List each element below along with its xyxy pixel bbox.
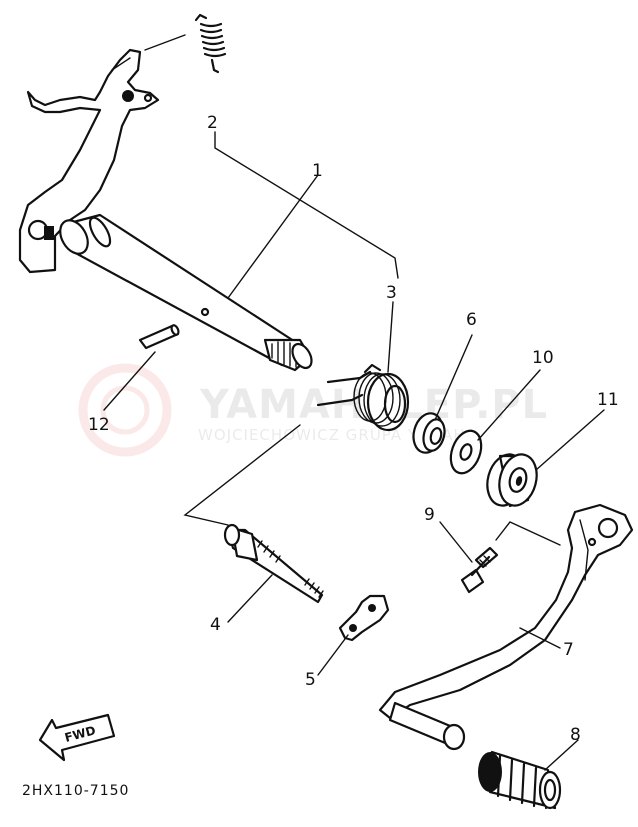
leader-10 — [477, 369, 541, 441]
callout-8: 8 — [570, 725, 581, 745]
callout-7: 7 — [563, 640, 574, 660]
callout-11: 11 — [597, 390, 619, 410]
part-5-lock-plate — [338, 594, 390, 642]
watermark-sub-text: WOJCIECHOWICZ GRUPA YAMAHA — [198, 426, 477, 444]
leader-4 — [227, 574, 273, 623]
watermark-logo-inner — [100, 385, 150, 435]
assembly-line-3-4 — [183, 424, 301, 526]
callout-12: 12 — [88, 415, 110, 435]
part-code: 2HX110-7150 — [22, 783, 129, 799]
leader-6 — [434, 334, 473, 421]
callout-10: 10 — [532, 348, 554, 368]
leader-9 — [439, 521, 473, 563]
part-6-washer — [412, 412, 446, 454]
callout-2: 2 — [207, 113, 218, 133]
leader-5 — [317, 634, 349, 676]
leader-8 — [544, 739, 579, 771]
callout-1: 1 — [312, 161, 323, 181]
leader-2-to-lever — [144, 34, 186, 51]
watermark-logo-ring — [78, 363, 172, 457]
callout-6: 6 — [466, 310, 477, 330]
part-2-spring — [194, 13, 227, 74]
part-3-torsion-spring — [316, 363, 410, 432]
leader-1 — [227, 174, 319, 299]
leader-3 — [387, 301, 394, 373]
leader-7 — [519, 627, 561, 649]
part-12-pin — [138, 324, 180, 350]
leader-9-bracket — [495, 521, 561, 546]
leader-2-bracket — [214, 131, 399, 279]
part-11-bushing — [486, 453, 538, 508]
callout-9: 9 — [424, 505, 435, 525]
part-10-washer — [449, 429, 483, 475]
leader-11 — [535, 409, 605, 471]
part-7-shift-pedal — [378, 503, 634, 751]
part-9-bolt — [460, 546, 499, 594]
callout-3: 3 — [386, 283, 397, 303]
callout-4: 4 — [210, 615, 221, 635]
leader-12 — [103, 351, 156, 411]
part-8-pedal-rubber — [478, 750, 562, 810]
part-4-stud-bolt — [223, 523, 324, 604]
part-1-shift-shaft — [18, 48, 313, 372]
fwd-arrow: FWD — [38, 713, 116, 762]
callout-5: 5 — [305, 670, 316, 690]
